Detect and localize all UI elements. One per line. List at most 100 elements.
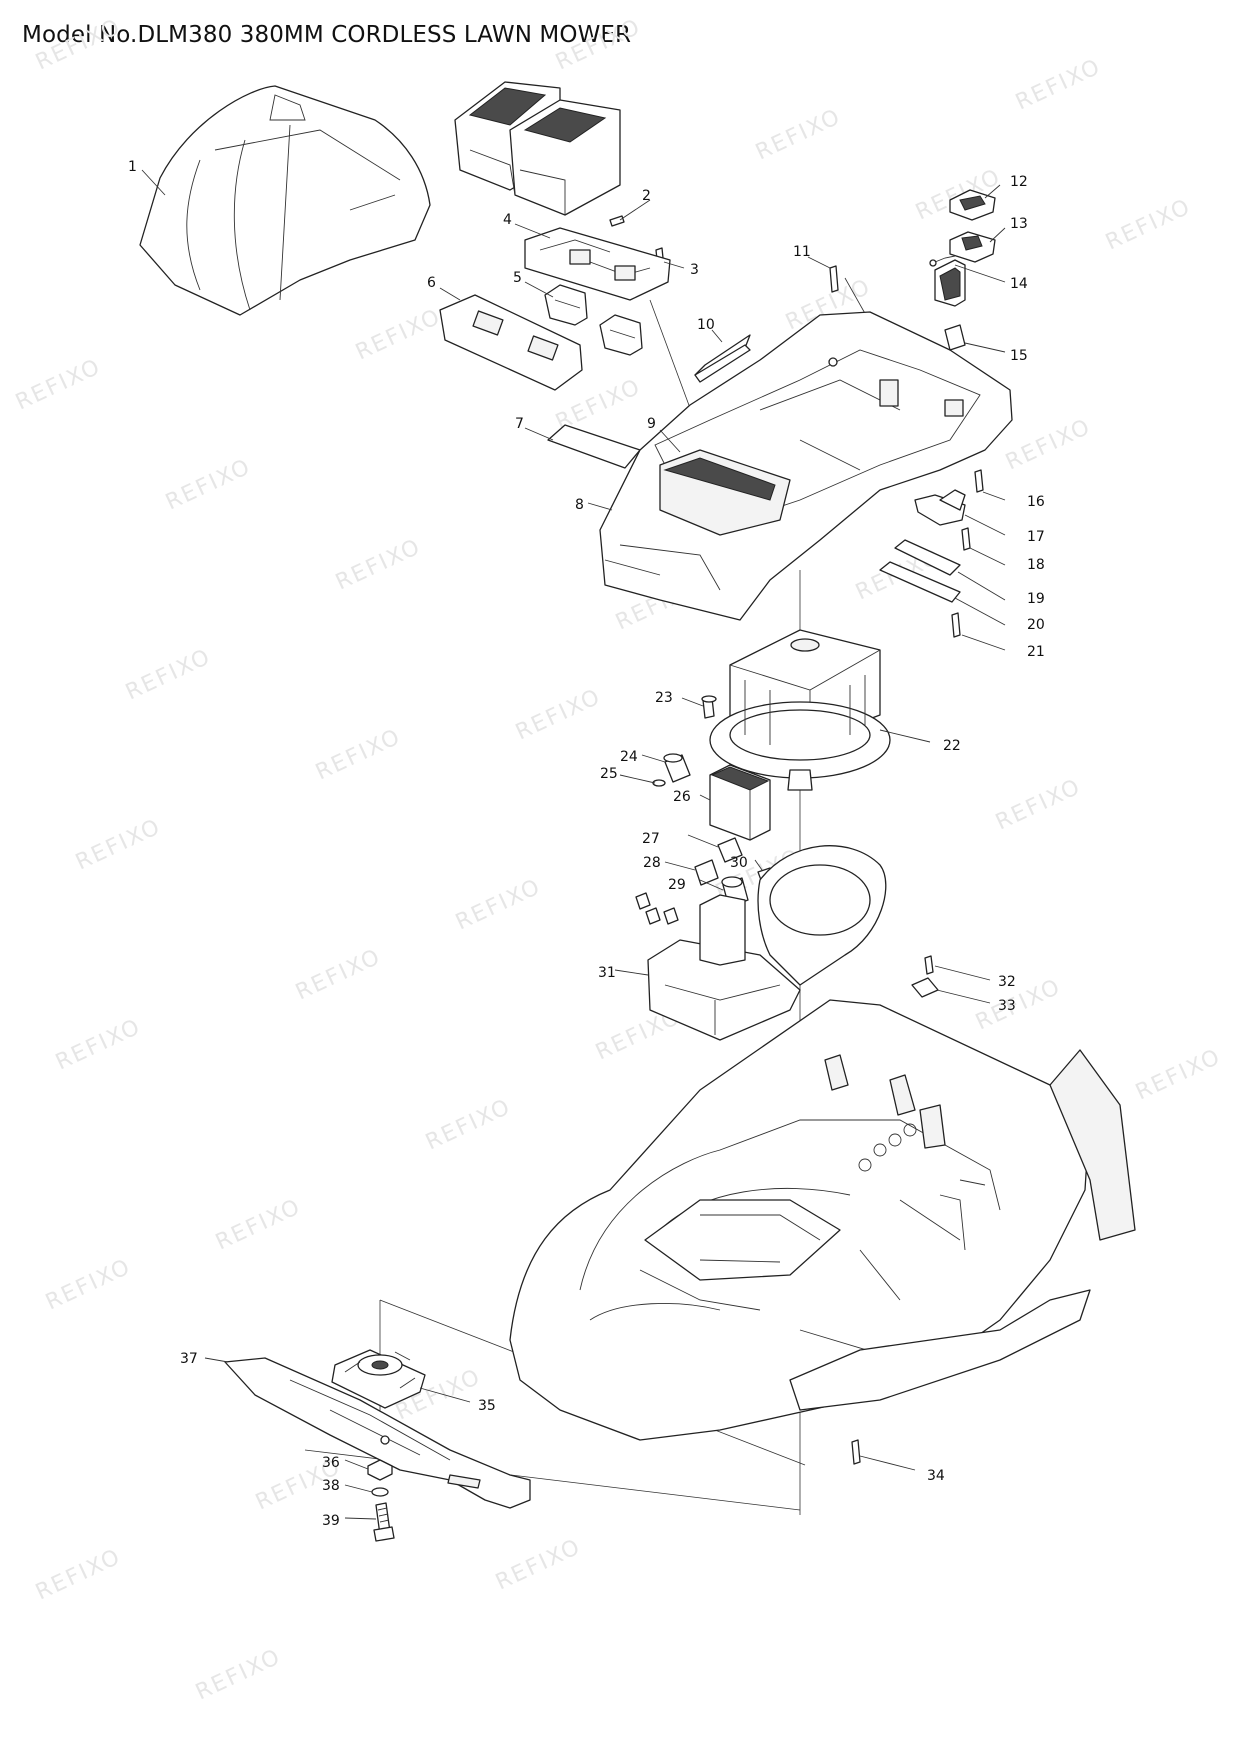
part-12-cap xyxy=(949,189,996,221)
watermark-text: REFIXO xyxy=(992,774,1085,835)
callout-25: 25 xyxy=(600,766,618,782)
callout-34: 34 xyxy=(927,1468,945,1484)
callout-9: 9 xyxy=(647,416,656,432)
watermark-text: REFIXO xyxy=(32,14,125,75)
part-33-clip xyxy=(911,977,939,998)
part-4-battery-holder xyxy=(524,227,671,301)
part-22-motor xyxy=(709,629,891,791)
watermark-text: REFIXO xyxy=(1102,194,1195,255)
callout-labels: 1 2 3 4 5 6 7 8 9 10 11 12 13 14 15 16 1… xyxy=(128,159,1045,1529)
watermark-text: REFIXO xyxy=(752,104,845,165)
part-17-lever xyxy=(914,489,966,526)
part-16-screw xyxy=(974,469,984,493)
watermark-text: REFIXO xyxy=(212,1194,305,1255)
callout-13: 13 xyxy=(1010,216,1028,232)
part-24-sleeve xyxy=(663,753,691,783)
callout-24: 24 xyxy=(620,749,638,765)
part-31-motor-bracket xyxy=(647,845,887,1041)
watermark-text: REFIXO xyxy=(42,1254,135,1315)
part-15-key xyxy=(934,259,966,351)
part-11-screw xyxy=(828,265,839,367)
watermark-text: REFIXO xyxy=(1002,414,1095,475)
part-20-link xyxy=(879,561,961,603)
watermark-text: REFIXO xyxy=(122,644,215,705)
screw-set xyxy=(635,892,679,925)
callout-20: 20 xyxy=(1027,617,1045,633)
callout-15: 15 xyxy=(1010,348,1028,364)
callout-30: 30 xyxy=(730,855,748,871)
part-34-screw xyxy=(851,1439,861,1465)
part-7-label xyxy=(547,424,641,469)
watermark-text: REFIXO xyxy=(352,304,445,365)
watermark-text: REFIXO xyxy=(332,534,425,595)
part-13-switch-base xyxy=(949,231,996,263)
callout-38: 38 xyxy=(322,1478,340,1494)
part-32-screw xyxy=(924,955,934,975)
callout-32: 32 xyxy=(998,974,1016,990)
callout-36: 36 xyxy=(322,1455,340,1471)
part-38-lock-washer xyxy=(371,1487,389,1497)
callout-6: 6 xyxy=(427,275,436,291)
callout-12: 12 xyxy=(1010,174,1028,190)
callout-17: 17 xyxy=(1027,529,1045,545)
part-1-rear-cover xyxy=(139,85,431,316)
battery-packs xyxy=(454,81,621,216)
callout-16: 16 xyxy=(1027,494,1045,510)
callout-28: 28 xyxy=(643,855,661,871)
watermark-text: REFIXO xyxy=(422,1094,515,1155)
callout-39: 39 xyxy=(322,1513,340,1529)
callout-22: 22 xyxy=(943,738,961,754)
watermark-text: REFIXO xyxy=(12,354,105,415)
callout-5: 5 xyxy=(513,270,522,286)
part-18-screw xyxy=(961,527,971,551)
watermark-text: REFIXO xyxy=(972,974,1065,1035)
callout-3: 3 xyxy=(690,262,699,278)
watermark-text: REFIXO xyxy=(452,874,545,935)
watermark-text: REFIXO xyxy=(72,814,165,875)
callout-14: 14 xyxy=(1010,276,1028,292)
part-28-sleeve xyxy=(694,859,719,886)
part-14-spring xyxy=(929,255,956,267)
mower-deck xyxy=(509,999,1136,1441)
part-37-blade xyxy=(224,1357,531,1509)
watermark-text: REFIXO xyxy=(492,1534,585,1595)
part-9-main-housing xyxy=(599,311,1013,621)
watermark-text: REFIXO xyxy=(312,724,405,785)
callout-23: 23 xyxy=(655,690,673,706)
watermark-text: REFIXO xyxy=(52,1014,145,1075)
part-26-controller xyxy=(709,764,771,841)
part-19-link xyxy=(894,539,961,576)
watermark-text: REFIXO xyxy=(1132,1044,1225,1105)
part-23-screw xyxy=(701,695,717,719)
callout-31: 31 xyxy=(598,965,616,981)
callout-27: 27 xyxy=(642,831,660,847)
callout-33: 33 xyxy=(998,998,1016,1014)
callout-18: 18 xyxy=(1027,557,1045,573)
watermark-text: REFIXO xyxy=(1012,54,1105,115)
callout-4: 4 xyxy=(503,212,512,228)
part-6-battery-holder xyxy=(439,294,583,391)
watermark-text: REFIXO xyxy=(552,14,645,75)
callout-26: 26 xyxy=(673,789,691,805)
watermark-text: REFIXO xyxy=(292,944,385,1005)
watermark-text: REFIXO xyxy=(32,1544,125,1605)
leader-lines xyxy=(141,169,1006,1520)
callout-37: 37 xyxy=(180,1351,198,1367)
callout-7: 7 xyxy=(515,416,524,432)
callout-8: 8 xyxy=(575,497,584,513)
callout-29: 29 xyxy=(668,877,686,893)
part-21-screw xyxy=(951,612,961,638)
callout-10: 10 xyxy=(697,317,715,333)
part-35-blade-adapter xyxy=(331,1349,426,1409)
page-title: Model No.DLM380 380MM CORDLESS LAWN MOWE… xyxy=(22,22,632,48)
callout-2: 2 xyxy=(642,188,651,204)
part-5-terminal xyxy=(544,284,643,356)
part-36-washer xyxy=(367,1459,393,1481)
part-39-bolt xyxy=(373,1502,395,1542)
callout-35: 35 xyxy=(478,1398,496,1414)
callout-21: 21 xyxy=(1027,644,1045,660)
watermark-text: REFIXO xyxy=(162,454,255,515)
part-27-sleeve xyxy=(717,837,743,863)
